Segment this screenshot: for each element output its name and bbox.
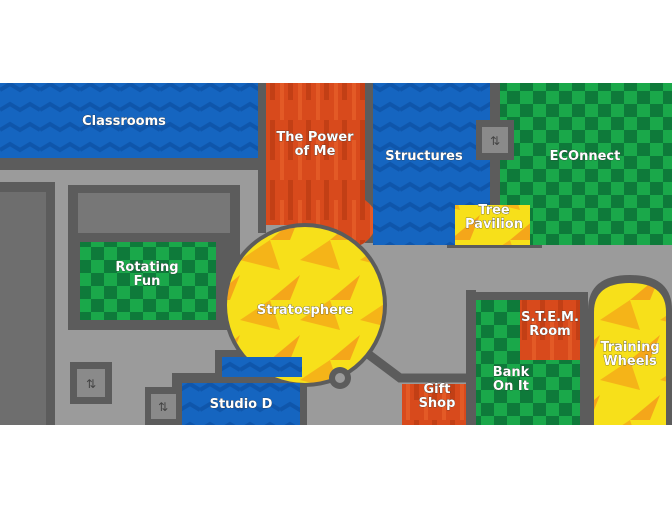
- elevator-icon[interactable]: ⇅: [70, 362, 112, 404]
- elevator-icon[interactable]: ⇅: [145, 387, 182, 425]
- room-training-wheels[interactable]: [594, 283, 666, 425]
- room-stem-room[interactable]: [520, 300, 580, 360]
- room-power-of-me[interactable]: [266, 83, 378, 248]
- wall: [490, 83, 500, 248]
- wall: [0, 158, 265, 170]
- wall: [466, 290, 476, 425]
- svg-text:⇅: ⇅: [490, 134, 500, 148]
- room-label-classrooms: Classrooms: [82, 114, 166, 129]
- room-label-stem-room: S.T.E.M.Room: [521, 310, 579, 339]
- room-tree-pavilion[interactable]: [455, 205, 530, 245]
- wall: [365, 83, 373, 243]
- wall: [466, 292, 584, 300]
- room-gift-shop[interactable]: [402, 384, 466, 425]
- room-rotating-fun[interactable]: [80, 242, 216, 320]
- room-label-studio-d: Studio D: [210, 397, 273, 412]
- svg-text:⇅: ⇅: [158, 400, 168, 414]
- room-studio-d-annex: [222, 357, 302, 377]
- room-stratosphere[interactable]: [227, 227, 383, 383]
- room-label-stratosphere: Stratosphere: [257, 303, 353, 318]
- room-classrooms[interactable]: [0, 83, 258, 158]
- room-studio-d[interactable]: [182, 383, 300, 425]
- elevator-icon[interactable]: ⇅: [476, 120, 514, 160]
- wall: [357, 344, 470, 383]
- svg-text:⇅: ⇅: [86, 377, 96, 391]
- closed-area: [78, 193, 230, 233]
- room-label-structures: Structures: [385, 149, 463, 164]
- closed-area: [0, 192, 46, 425]
- wall: [580, 292, 588, 425]
- room-label-econnect: ECOnnect: [550, 149, 621, 164]
- wall: [258, 83, 266, 233]
